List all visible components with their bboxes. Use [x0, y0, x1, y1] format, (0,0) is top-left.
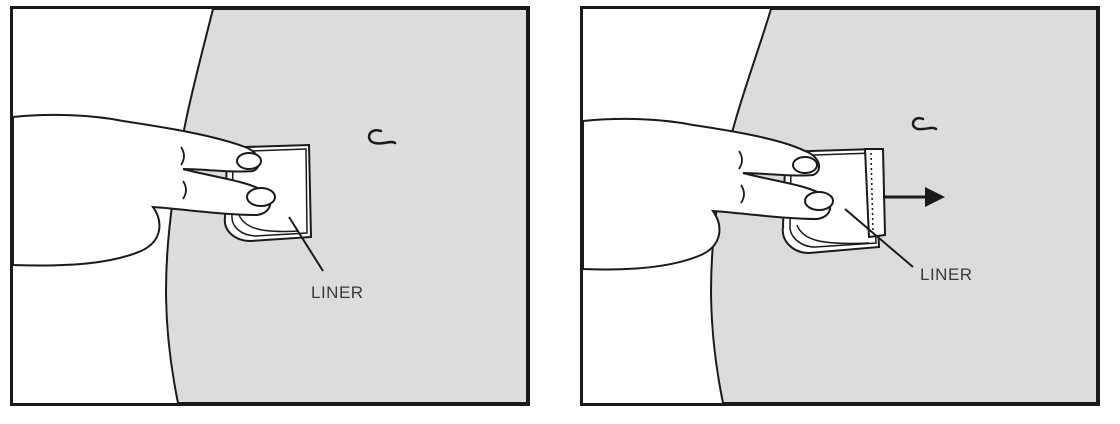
fingernail-lower [805, 192, 833, 210]
press-illustration [13, 9, 527, 403]
fingernail-lower [247, 188, 275, 206]
fingernail-upper [237, 153, 261, 169]
callout-label-liner: LINER [311, 283, 364, 303]
fingernail-upper [793, 157, 817, 173]
illustration-panel-peel: LINER [580, 6, 1100, 406]
callout-label-liner: LINER [920, 265, 973, 285]
illustration-panel-press: LINER [10, 6, 530, 406]
liner-strip [865, 149, 885, 237]
peel-illustration [583, 9, 1097, 403]
